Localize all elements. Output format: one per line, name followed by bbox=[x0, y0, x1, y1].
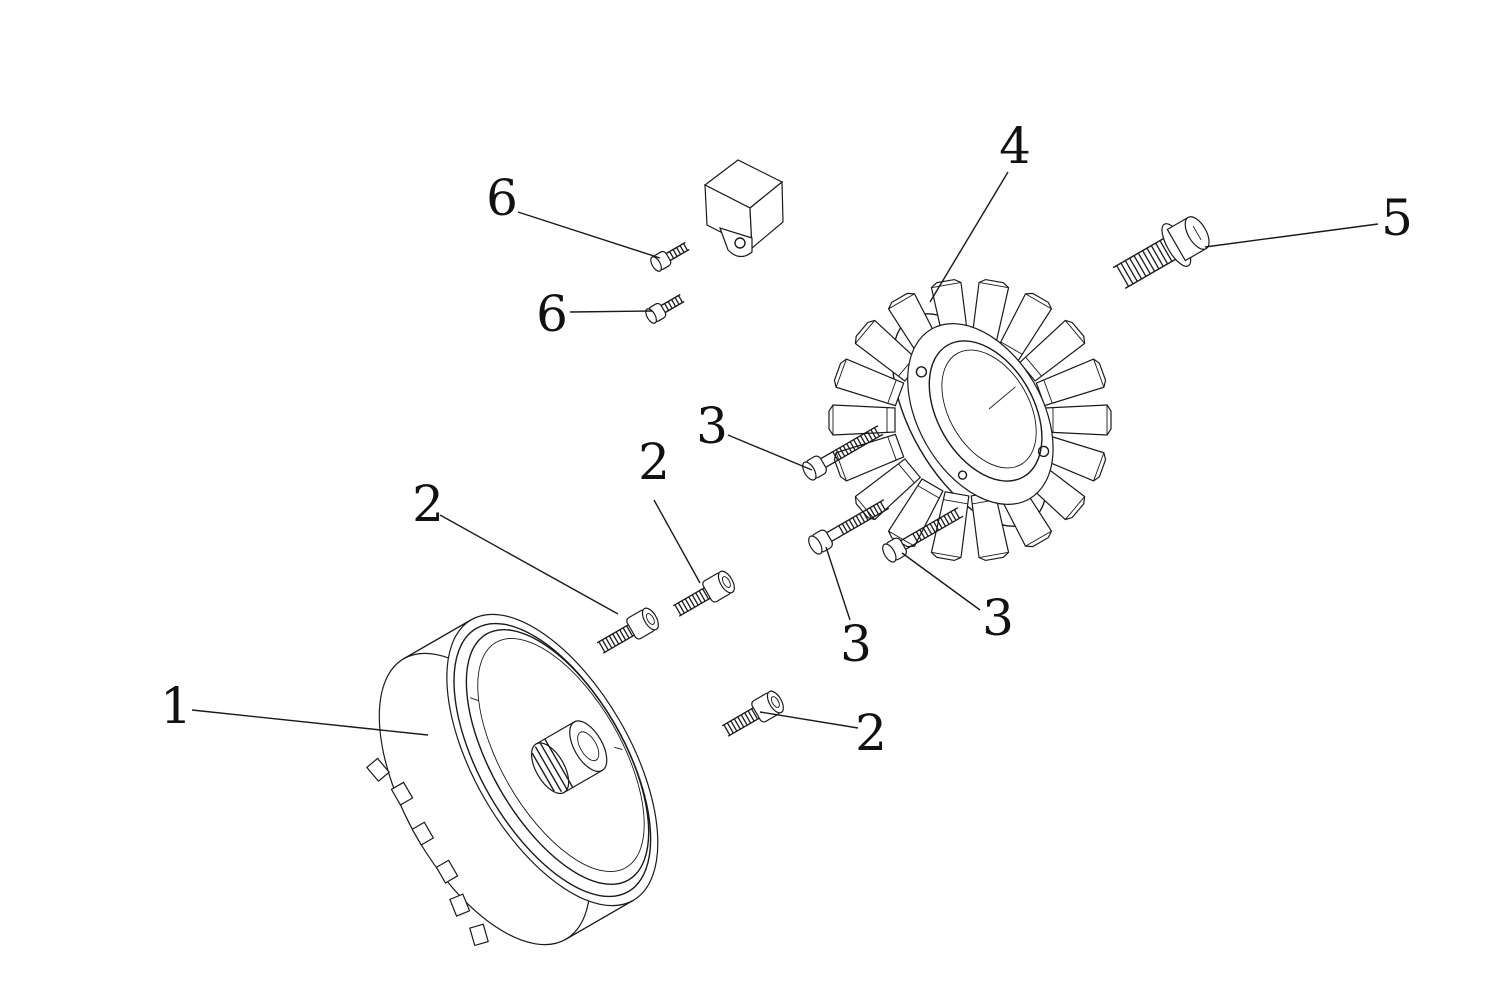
callout-2a: 2 bbox=[412, 475, 444, 533]
callout-3b: 3 bbox=[840, 615, 872, 673]
callout-2c: 2 bbox=[855, 704, 887, 762]
rotor-hub bbox=[531, 720, 608, 795]
callout-2b: 2 bbox=[638, 433, 670, 491]
callout-4: 4 bbox=[999, 117, 1031, 175]
screw-2b bbox=[669, 567, 739, 623]
callout-3c: 3 bbox=[982, 589, 1014, 647]
callout-3a: 3 bbox=[696, 397, 728, 455]
callouts: 1 2 2 2 3 3 3 4 5 6 6 bbox=[160, 117, 1413, 762]
flywheel-windows bbox=[366, 757, 489, 947]
screw-2a bbox=[593, 604, 663, 660]
callout-5: 5 bbox=[1381, 189, 1413, 247]
leader-lines bbox=[191, 171, 1379, 736]
part-stator bbox=[828, 277, 1112, 563]
part-flange-bolt bbox=[1112, 216, 1210, 289]
screw-6b bbox=[642, 290, 687, 326]
callout-6a: 6 bbox=[486, 169, 518, 227]
part-flywheel-rotor bbox=[366, 613, 659, 947]
part-pickup-bracket bbox=[703, 159, 784, 258]
thread-lines bbox=[1116, 240, 1173, 287]
callout-1: 1 bbox=[160, 677, 192, 735]
callout-6b: 6 bbox=[536, 285, 568, 343]
